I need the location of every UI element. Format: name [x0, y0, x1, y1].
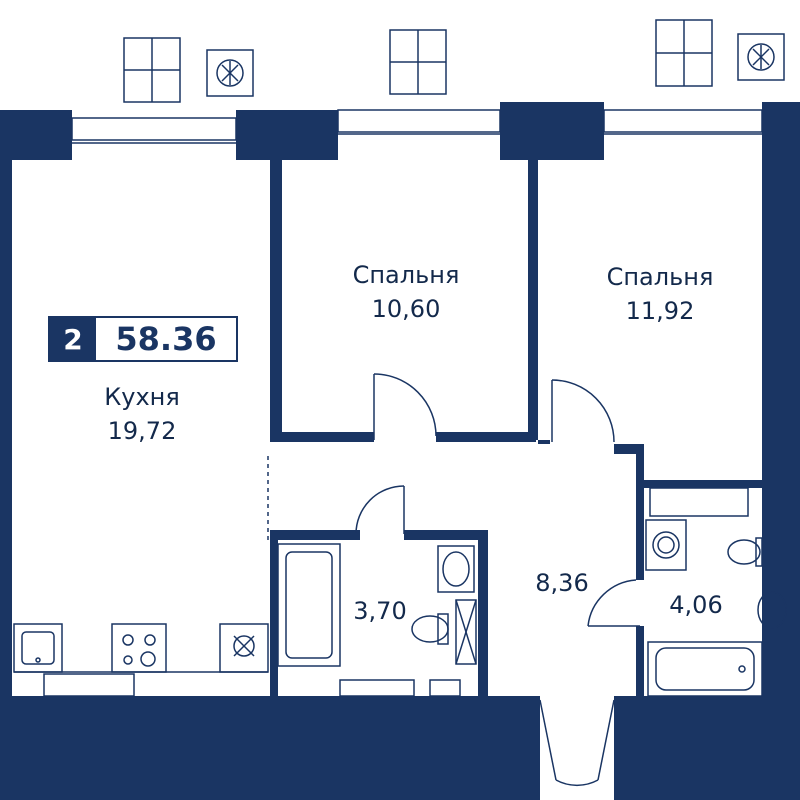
sink-icon — [757, 591, 787, 629]
room-area: 10,60 — [371, 295, 441, 323]
toilet-icon — [727, 537, 763, 567]
fridge-icon — [219, 623, 269, 673]
ac-unit-icon — [206, 49, 254, 97]
bathtub-icon — [647, 641, 763, 697]
washing-machine-icon — [645, 519, 687, 571]
door-icon — [267, 373, 640, 787]
window-icon — [123, 37, 181, 103]
room-area: 19,72 — [107, 417, 177, 445]
room-name: Спальня — [606, 263, 714, 291]
window-icon — [655, 19, 713, 87]
ac-unit-icon — [737, 33, 785, 81]
room-label-bathroom-1: 3,70 — [353, 594, 406, 628]
room-label-kitchen: Кухня 19,72 — [104, 380, 180, 448]
sink-icon — [13, 623, 63, 673]
room-label-hall: 8,36 — [535, 566, 588, 600]
room-area: 11,92 — [625, 297, 695, 325]
room-count: 2 — [50, 318, 96, 360]
window-icon — [389, 29, 447, 95]
bathtub-icon — [277, 543, 341, 667]
total-area: 58.36 — [115, 320, 217, 358]
sink-icon — [437, 545, 475, 593]
apartment-summary-badge: 2 58.36 — [48, 316, 238, 362]
room-label-bedroom-1: Спальня 10,60 — [353, 258, 460, 326]
room-name: Спальня — [352, 261, 460, 289]
stove-icon — [111, 623, 167, 673]
room-area: 4,06 — [669, 591, 723, 619]
room-area: 3,70 — [353, 597, 407, 625]
walls — [0, 102, 800, 800]
room-label-bathroom-2: 4,06 — [669, 588, 722, 622]
toilet-icon — [411, 613, 449, 645]
room-label-bedroom-2: Спальня 11,92 — [607, 260, 714, 328]
room-name: Кухня — [104, 383, 180, 411]
room-area: 8,36 — [535, 569, 589, 597]
